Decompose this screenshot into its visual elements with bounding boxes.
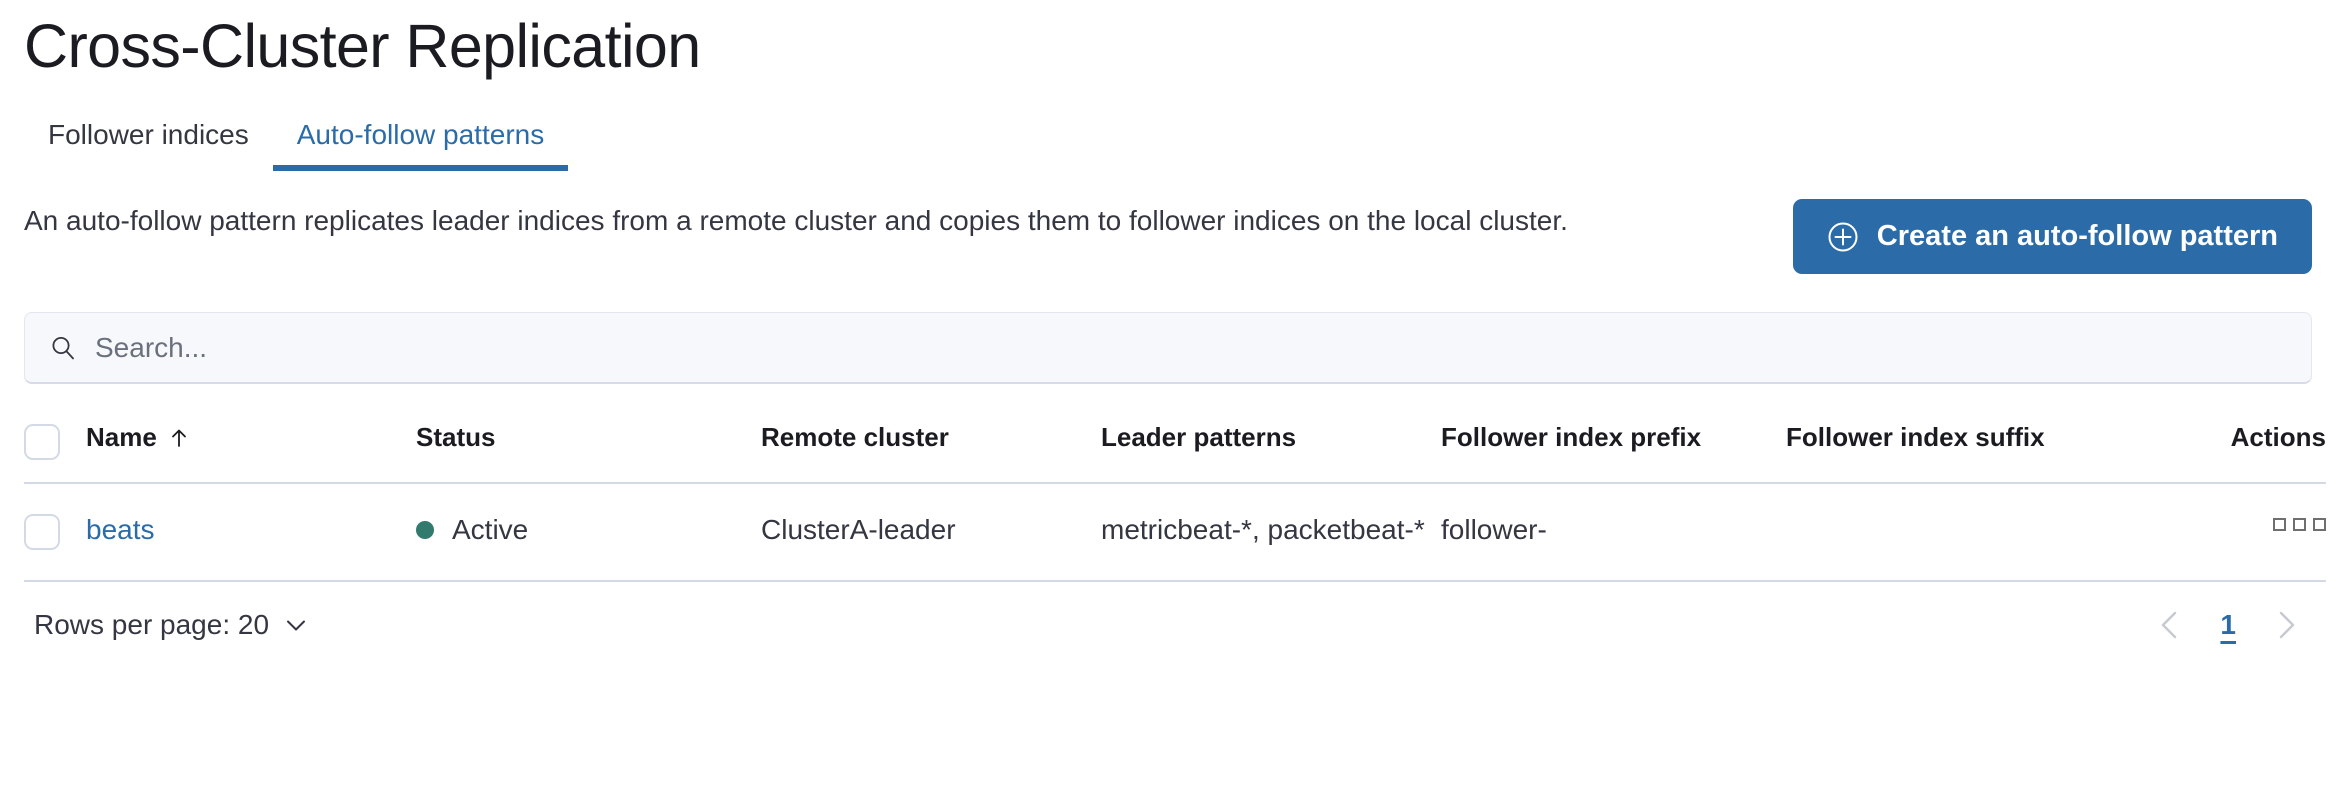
cell-leader-patterns: metricbeat-*, packetbeat-* [1101,483,1441,582]
column-header-remote-cluster-label: Remote cluster [761,422,949,452]
column-header-follower-index-prefix-label: Follower index prefix [1441,422,1702,452]
status-badge: Active [452,514,529,546]
column-header-follower-index-suffix[interactable]: Follower index suffix [1786,422,2186,484]
rows-per-page-selector[interactable]: Rows per page: 20 [34,609,309,641]
table-footer: Rows per page: 20 1 [24,608,2312,642]
column-header-leader-patterns[interactable]: Leader patterns [1101,422,1441,484]
row-select-cell [24,483,86,582]
row-checkbox[interactable] [24,513,60,550]
more-actions-dot-2 [2293,518,2306,531]
chevron-left-icon[interactable] [2154,608,2188,642]
tab-bar-divider [0,172,2336,175]
more-actions-dot-3 [2313,518,2326,531]
tab-auto-follow-patterns[interactable]: Auto-follow patterns [272,113,569,171]
page-title: Cross-Cluster Replication [24,12,701,80]
cell-remote-cluster: ClusterA-leader [761,483,1101,582]
tab-follower-indices-label: Follower indices [48,119,249,150]
column-header-name[interactable]: Name [86,422,416,484]
chevron-right-icon[interactable] [2268,608,2302,642]
column-header-status[interactable]: Status [416,422,761,484]
column-header-status-label: Status [416,422,496,452]
select-all-checkbox[interactable] [24,424,60,460]
cell-actions [2186,483,2326,582]
column-header-leader-patterns-label: Leader patterns [1101,422,1297,452]
pagination: 1 [2154,608,2302,642]
auto-follow-pattern-link[interactable]: beats [86,514,155,545]
column-header-follower-index-suffix-label: Follower index suffix [1786,422,2045,452]
cell-follower-index-suffix [1786,483,2186,582]
search-icon [49,334,77,362]
cell-name: beats [86,483,416,582]
tab-auto-follow-patterns-label: Auto-follow patterns [296,119,545,150]
pagination-page-1[interactable]: 1 [2220,608,2236,640]
chevron-down-icon [283,612,309,638]
tab-bar: Follower indices Auto-follow patterns [0,113,2336,175]
select-all-header-cell [24,422,86,484]
table-body: beats Active ClusterA-leader metricbeat-… [24,483,2326,582]
status-dot-icon [416,521,434,539]
more-actions-icon[interactable] [2273,510,2326,531]
create-auto-follow-pattern-label: Create an auto-follow pattern [1876,220,2278,252]
search-bar[interactable] [24,312,2312,384]
column-header-remote-cluster[interactable]: Remote cluster [761,422,1101,484]
column-header-actions-label: Actions [2230,422,2326,452]
rows-per-page-label: Rows per page: 20 [34,608,270,640]
create-auto-follow-pattern-button[interactable]: Create an auto-follow pattern [1792,199,2312,274]
intro-section: An auto-follow pattern replicates leader… [24,199,2312,274]
table-row: beats Active ClusterA-leader metricbeat-… [24,483,2326,582]
search-input[interactable] [95,331,2287,364]
auto-follow-patterns-table: Name Status Remote cluster Leade [24,422,2326,582]
column-header-follower-index-prefix[interactable]: Follower index prefix [1441,422,1786,484]
sort-arrow-up-icon [167,426,191,450]
tab-follower-indices[interactable]: Follower indices [24,113,273,171]
cell-follower-index-prefix: follower- [1441,483,1786,582]
cell-status: Active [416,483,761,582]
plus-in-circle-icon [1827,221,1859,253]
more-actions-dot-1 [2273,518,2286,531]
column-header-name-label: Name [86,422,157,452]
column-header-actions: Actions [2186,422,2326,484]
table-header: Name Status Remote cluster Leade [24,422,2326,484]
intro-description: An auto-follow pattern replicates leader… [24,205,1568,236]
table-header-row: Name Status Remote cluster Leade [24,422,2326,484]
